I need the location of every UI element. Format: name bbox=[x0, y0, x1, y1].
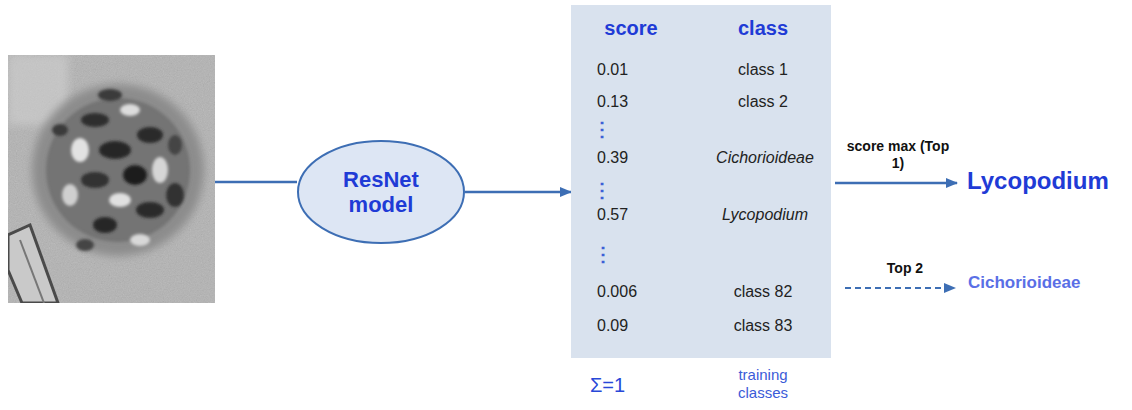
score-value: 0.39 bbox=[597, 149, 628, 167]
reticulum-spot bbox=[71, 138, 89, 162]
reticulum-spot bbox=[166, 183, 184, 207]
hypha-fragment bbox=[8, 225, 58, 303]
reticulum-spot bbox=[168, 135, 182, 155]
class-name: class 2 bbox=[738, 93, 788, 111]
reticulum-spot bbox=[81, 172, 109, 188]
ellipsis-dots: ⋮ bbox=[592, 179, 612, 202]
reticulum-spot bbox=[81, 113, 109, 127]
score-panel: score class 0.01 class 1 0.13 class 2 ⋮ 0.39 Cic… bbox=[571, 5, 831, 358]
reticulum-spot bbox=[98, 89, 122, 101]
top1-result: Lycopodium bbox=[967, 167, 1109, 196]
reticulum-spot bbox=[52, 124, 68, 136]
reticulum-spot bbox=[152, 157, 168, 183]
pollen-reticulum bbox=[52, 89, 184, 251]
flow-arrow bbox=[465, 191, 571, 194]
score-value: 0.006 bbox=[597, 283, 637, 301]
micrograph-ground bbox=[8, 55, 215, 303]
reticulum-spot bbox=[120, 104, 140, 116]
panel-caption: training classes bbox=[718, 366, 808, 402]
top2-result: Cichorioideae bbox=[968, 273, 1080, 293]
model-name: ResNet model bbox=[336, 167, 426, 218]
model-ellipse: ResNet model bbox=[297, 140, 465, 244]
ellipsis-dots: ⋮ bbox=[592, 118, 612, 141]
reticulum-spot bbox=[76, 239, 94, 251]
ellipsis-dots: ⋮ bbox=[593, 243, 613, 266]
class-name: class 1 bbox=[738, 61, 788, 79]
column-heading: score bbox=[604, 17, 657, 40]
score-value: 0.09 bbox=[597, 317, 628, 335]
arrow-label: Top 2 bbox=[887, 260, 923, 277]
micrograph-grain bbox=[8, 55, 215, 303]
reticulum-spot bbox=[93, 217, 117, 233]
top1-arrow bbox=[835, 182, 957, 185]
reticulum-spot bbox=[123, 165, 147, 185]
score-value: 0.13 bbox=[597, 93, 628, 111]
column-heading: class bbox=[738, 17, 788, 40]
score-value: 0.57 bbox=[597, 206, 628, 224]
class-name: class 82 bbox=[734, 283, 793, 301]
reticulum-spot bbox=[137, 127, 163, 143]
top2-arrow bbox=[845, 287, 955, 289]
score-value: 0.01 bbox=[597, 61, 628, 79]
sum-note: Σ=1 bbox=[590, 373, 625, 397]
reticulum-spot bbox=[99, 141, 131, 159]
class-name: Lycopodium bbox=[722, 206, 808, 224]
arrow-label: score max (Top 1) bbox=[846, 138, 950, 172]
ellipse-shape bbox=[298, 141, 464, 243]
reticulum-spot bbox=[109, 193, 131, 207]
class-name: class 83 bbox=[734, 317, 793, 335]
hypha-edge bbox=[20, 240, 44, 303]
reticulum-spot bbox=[136, 202, 164, 218]
reticulum-spot bbox=[62, 184, 78, 206]
pollen-micrograph bbox=[8, 55, 215, 303]
pollen-body bbox=[32, 84, 204, 256]
class-name: Cichorioideae bbox=[716, 149, 814, 167]
input-line bbox=[215, 181, 297, 184]
pollen-core bbox=[46, 98, 190, 242]
reticulum-spot bbox=[130, 234, 150, 246]
